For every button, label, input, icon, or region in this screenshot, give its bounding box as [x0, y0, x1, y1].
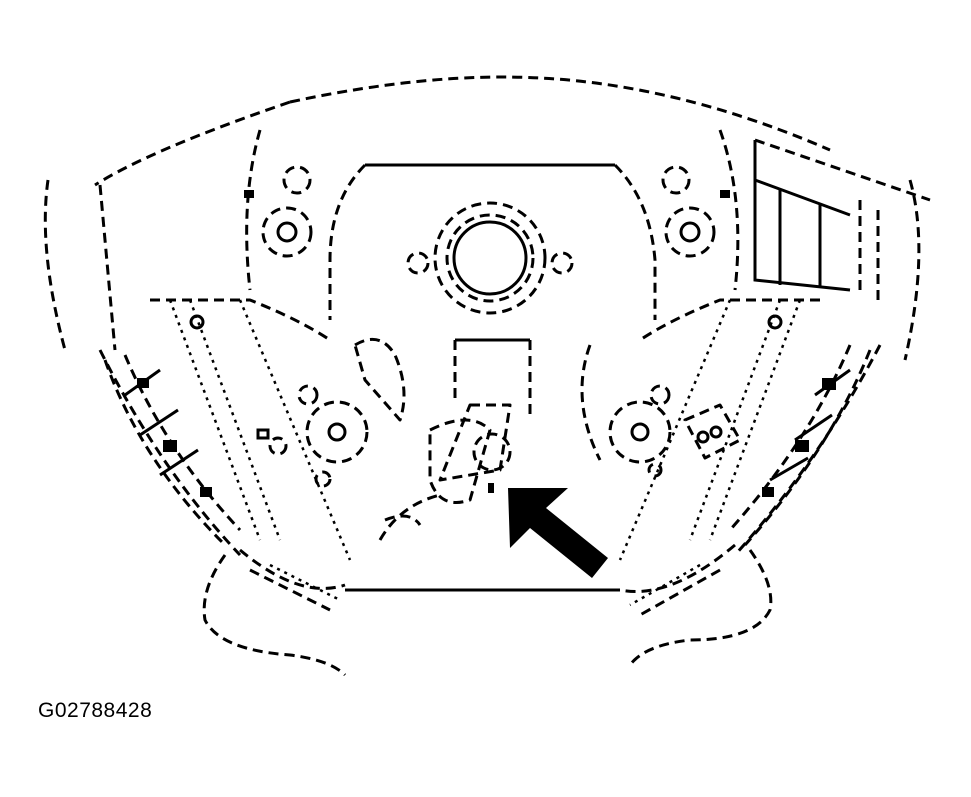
- lower-right-mechanism: [580, 298, 820, 561]
- indicator-arrow: [508, 488, 608, 578]
- steering-wheel-outline: [43, 75, 931, 677]
- right-side-panel: [753, 140, 880, 300]
- lower-trim: [249, 563, 721, 617]
- airbag-cover-upper: [245, 129, 740, 320]
- left-switch-cluster: [103, 299, 282, 547]
- mounting-bolts-upper: [244, 165, 730, 258]
- horn-emblem: [406, 201, 574, 315]
- figure-id-label: G02788428: [38, 699, 153, 722]
- airbag-connector: [378, 338, 532, 541]
- right-switch-cluster: [688, 299, 872, 547]
- lower-left-mechanism: [150, 298, 406, 561]
